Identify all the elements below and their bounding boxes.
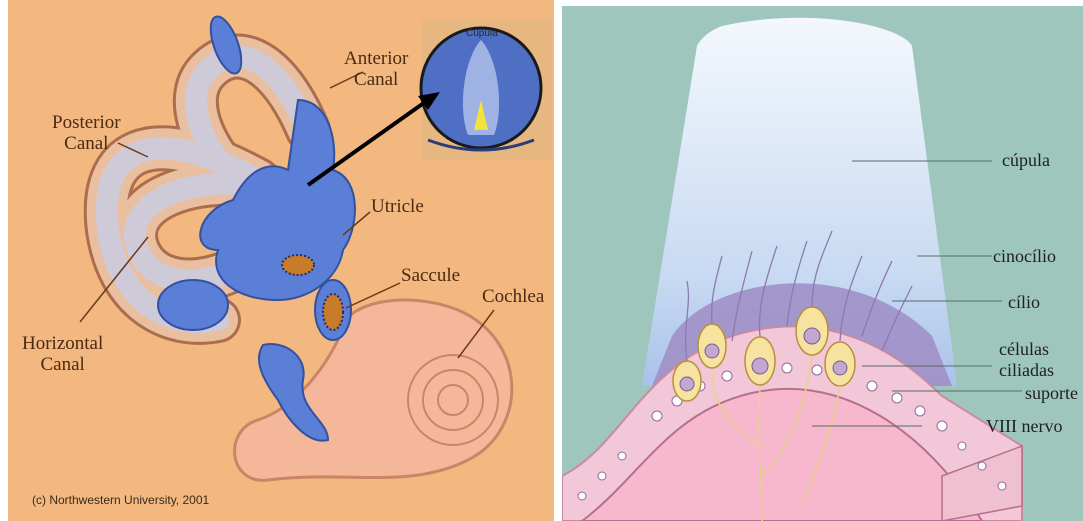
crista-ampullaris-diagram: cúpula cinocílio cílio células ciliadas … (562, 6, 1083, 521)
saccule-macula (323, 294, 343, 330)
posterior-canal-label-line2: Canal (64, 133, 108, 154)
cupula-label: cúpula (1002, 150, 1050, 170)
cupula-inset-label: Cupula (466, 28, 498, 39)
utricle-macula (282, 255, 314, 275)
cinocilio-label: cinocílio (993, 246, 1056, 266)
anterior-canal-label-line1: Anterior (344, 48, 408, 69)
anterior-canal-label-line2: Canal (354, 69, 398, 90)
inner-ear-diagram: Anterior Canal Posterior Canal Utricle S… (8, 0, 554, 521)
copyright-text: (c) Northwestern University, 2001 (32, 493, 209, 507)
cilio-label: cílio (1008, 292, 1040, 312)
utricle-label: Utricle (371, 196, 424, 217)
labyrinth-illustration (8, 0, 554, 521)
suporte-label: suporte (1025, 383, 1078, 403)
ciliadas-label: ciliadas (999, 360, 1054, 380)
anterior-canal-label: Anterior Canal (344, 48, 408, 90)
posterior-canal-label-line1: Posterior (52, 112, 121, 133)
posterior-canal-label: Posterior Canal (52, 112, 121, 154)
cochlea-label: Cochlea (482, 286, 544, 307)
viii-nervo-label: VIII nervo (986, 416, 1062, 436)
horizontal-canal-label-line2: Canal (40, 354, 84, 375)
celulas-label: células (999, 339, 1049, 359)
horizontal-canal-label: Horizontal Canal (22, 333, 103, 375)
saccule-label: Saccule (401, 265, 460, 286)
horizontal-canal-label-line1: Horizontal (22, 333, 103, 354)
